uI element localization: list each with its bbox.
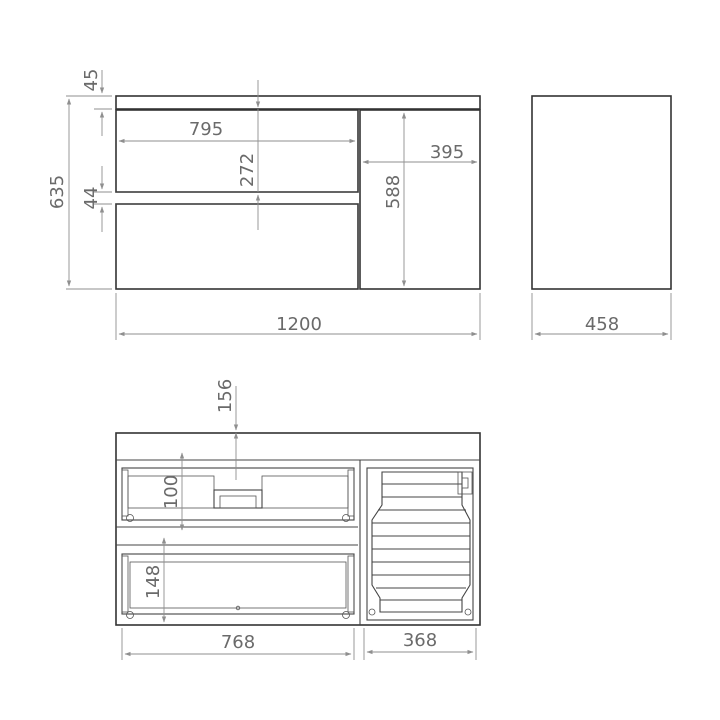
dim-label-door-width: 395 [430,142,464,163]
front-view [115,95,481,290]
dim-label-door-height: 588 [383,175,404,209]
dim-label-depth: 458 [585,314,619,335]
dim-label-drawer-inner-width: 768 [221,632,255,653]
lower-drawer-interior [121,553,355,619]
right-door-front [359,109,481,290]
dim-label-upper-drawer-width: 795 [189,119,223,140]
dim-label-total-height: 635 [47,175,68,209]
dim-label-top-thickness: 45 [81,69,102,92]
dim-label-drawer-gap: 44 [81,187,102,210]
cabinet-outline [115,432,481,626]
dim-label-total-width: 1200 [276,314,322,335]
dim-label-basket-width: 368 [403,630,437,651]
dim-label-upper-inner-height: 100 [161,475,182,509]
lower-drawer-front [115,203,359,290]
vanity-top [115,95,481,110]
pull-out-basket [366,467,474,621]
dim-label-lower-inner-height: 148 [143,565,164,599]
dim-label-upper-drawer-height: 272 [237,153,258,187]
dim-label-top-cutout-depth: 156 [215,379,236,413]
plan-view [115,432,481,626]
side-view [531,95,672,290]
upper-drawer-interior [121,467,355,522]
